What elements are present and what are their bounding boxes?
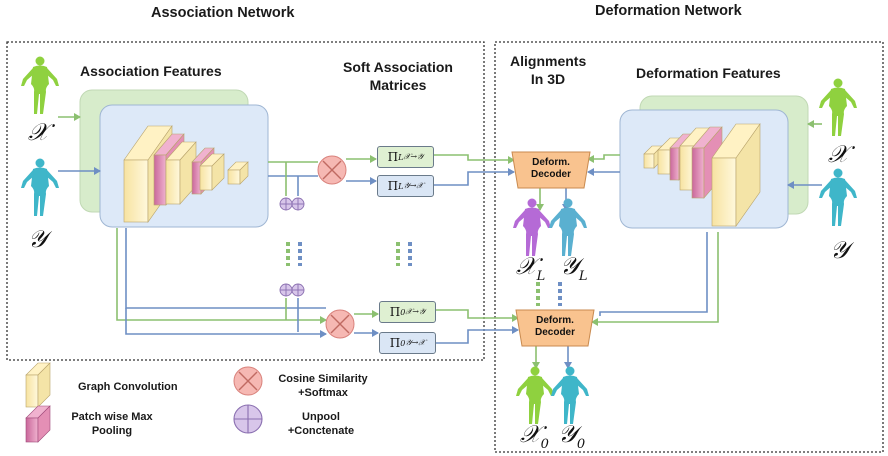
soft-association-matrices-label: Soft Association Matrices: [343, 59, 453, 93]
x-0-symbol: 𝒳0: [520, 420, 549, 452]
deformation-network-title: Deformation Network: [595, 3, 742, 19]
x-symbol-right: 𝒳: [828, 140, 849, 168]
legend-cosine-similarity: Cosine Similarity +Softmax: [278, 373, 368, 399]
unpool-concatenate-icon: [233, 404, 263, 434]
y-0-symbol: 𝒴0: [558, 420, 586, 452]
patch-max-pooling-icon: [25, 405, 51, 443]
deform-decoder-L-shape: [511, 151, 591, 189]
deform-decoder-0-label: Deform.Decoder: [534, 315, 575, 338]
deformation-network-frame: [494, 41, 884, 453]
deform-decoder-L-label: Deform.Decoder: [530, 157, 571, 180]
y-L-symbol: 𝒴L: [560, 252, 588, 284]
level-L-flow: [268, 154, 515, 196]
continuation-dots: [286, 242, 562, 306]
cosine-similarity-icon: [325, 309, 355, 339]
association-network-title: Association Network: [151, 5, 295, 21]
deformation-features-label: Deformation Features: [636, 65, 781, 81]
association-encoder-stack: [123, 125, 249, 223]
y-symbol-right: 𝒴: [830, 236, 849, 264]
y-symbol-left: 𝒴: [28, 225, 47, 253]
x-symbol-left: 𝒳: [28, 118, 49, 146]
deformation-decoder-stack: [643, 123, 761, 227]
level-0-flow: [116, 228, 519, 344]
graph-convolution-icon: [25, 362, 51, 408]
legend-graph-convolution: Graph Convolution: [78, 381, 178, 393]
legend-patch-wise-max-pooling: Patch wise Max Pooling: [71, 411, 153, 437]
cosine-similarity-icon: [317, 155, 347, 185]
association-features-label: Association Features: [80, 63, 222, 79]
deform-decoder-0-shape: [515, 309, 595, 347]
cosine-similarity-icon: [233, 366, 263, 396]
alignments-in-3d-label: Alignments In 3D: [510, 53, 587, 87]
x-L-symbol: 𝒳L: [516, 252, 546, 284]
unpool-concatenate-icon: [279, 197, 305, 297]
legend-unpool-concatenate: Unpool +Conctenate: [287, 411, 355, 437]
association-network-frame: [6, 41, 485, 361]
